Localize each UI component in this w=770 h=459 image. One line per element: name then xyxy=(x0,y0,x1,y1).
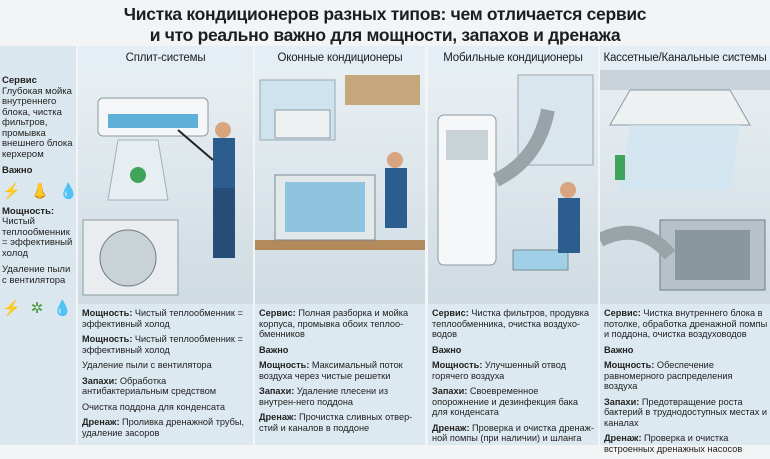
detail-text: Предотвращение роста бактерий в труднодо… xyxy=(604,396,767,428)
column-details: Сервис: Чистка внутреннего блока в потол… xyxy=(604,308,768,459)
column-mobile-ac: Мобильные кондиционеры Сервис: Чистка фи… xyxy=(428,46,598,445)
detail-text: Чистый теплообменник = эффективный холод xyxy=(82,334,243,355)
column-details: Сервис: Полная разборка и мойка корпуса,… xyxy=(259,308,423,438)
detail-label: Важно xyxy=(432,344,462,355)
detail-service: Сервис: Чистка внутреннего блока в потол… xyxy=(604,308,768,340)
detail-drainage: Дренаж: Прочистка сливных отвер-стий и к… xyxy=(259,412,423,433)
detail-text: Максимальный поток воздуха через чистые … xyxy=(259,360,403,381)
detail-power: Мощность: Улучшенный отвод горячего возд… xyxy=(432,360,596,381)
column-title: Кассетные/Канальные системы xyxy=(600,46,770,70)
legend-service-label: Сервис xyxy=(2,75,37,86)
detail-text: Проливка дренажной трубы, удаление засор… xyxy=(82,417,245,438)
detail-smells: Запахи: Предотвращение роста бактерий в … xyxy=(604,397,768,429)
legend-power-label: Мощность: xyxy=(2,205,55,217)
detail-label: Важно xyxy=(259,344,289,355)
detail-power: Мощность: Чистый теплообменник = эффекти… xyxy=(82,308,251,329)
column-title: Мобильные кондиционеры xyxy=(428,46,598,70)
detail-label: Мощность: xyxy=(82,308,133,318)
column-split-systems: Сплит-системы Мощность: Чистый теплообме… xyxy=(78,46,253,445)
column-details: Мощность: Чистый теплообменник = эффекти… xyxy=(82,308,251,443)
legend-service-text: Глубокая мойка внутреннего блока, чистка… xyxy=(2,85,73,160)
legend-service: Сервис Глубокая мойка внутреннего блока,… xyxy=(2,75,74,160)
detail-label: Дренаж: xyxy=(604,433,642,443)
detail-text: Обеспечение равномерного распределения в… xyxy=(604,360,733,391)
detail-label: Дренаж: xyxy=(82,417,120,427)
lightning-icon: ⚡ xyxy=(2,300,21,317)
legend-important-label: Важно xyxy=(2,165,74,177)
detail-label: Запахи: xyxy=(259,386,295,396)
mobile-ac-illustration xyxy=(428,70,598,304)
detail-text: Прочистка сливных отвер-стий и каналов в… xyxy=(259,412,413,433)
title-line-1: Чистка кондиционеров разных типов: чем о… xyxy=(123,4,647,24)
detail-text: Улучшенный отвод горячего воздуха xyxy=(432,360,566,381)
water-drop-icon: 💧 xyxy=(53,300,72,317)
detail-label: Мощность: xyxy=(432,360,483,370)
water-drop-icon: 💧 xyxy=(59,182,79,200)
legend-power-text: Чистый теплообменник = эффективный холод xyxy=(2,216,73,259)
important-label: Важно xyxy=(2,165,33,176)
detail-smells: Запахи: Обработка антибактериальным сред… xyxy=(82,376,251,397)
detail-smells: Запахи: Удаление плесени из внутрен-него… xyxy=(259,386,423,407)
split-system-illustration xyxy=(78,70,253,304)
detail-important: Важно xyxy=(604,345,768,356)
detail-label: Важно xyxy=(604,344,634,355)
column-title: Сплит-системы xyxy=(78,46,253,70)
column-title: Оконные кондиционеры xyxy=(255,46,425,70)
detail-power: Мощность: Обеспечение равномерного распр… xyxy=(604,360,768,392)
legend-icons-row-1: ⚡ 👃 💧 xyxy=(2,182,78,201)
page-title: Чистка кондиционеров разных типов: чем о… xyxy=(0,4,770,46)
germs-icon: ✲ xyxy=(30,300,44,317)
detail-drainage: Дренаж: Проливка дренажной трубы, удален… xyxy=(82,417,251,438)
detail-text: Проверка и очистка дренаж-ной помпы (при… xyxy=(432,422,594,444)
detail-text: Обработка антибактериальным средством xyxy=(82,375,217,397)
cassette-system-illustration xyxy=(600,70,770,304)
legend-icons-row-2: ⚡ ✲ 💧 xyxy=(2,300,74,318)
detail-drainage: Дренаж: Проверка и очистка встроенных др… xyxy=(604,433,768,454)
detail-power: Мощность: Чистый теплообменник = эффекти… xyxy=(82,334,251,355)
detail-text: Удаление пыли с вентилятора xyxy=(82,360,212,370)
window-ac-illustration xyxy=(255,70,425,304)
nose-icon: 👃 xyxy=(30,182,50,200)
legend-column: Сервис Глубокая мойка внутреннего блока,… xyxy=(0,46,78,445)
detail-important: Важно xyxy=(432,345,596,356)
detail-label: Запахи: xyxy=(82,375,118,386)
detail-dust: Удаление пыли с вентилятора xyxy=(82,360,251,371)
column-window-ac: Оконные кондиционеры Сервис: Полная разб… xyxy=(255,46,425,445)
lightning-icon: ⚡ xyxy=(2,182,21,200)
detail-service: Сервис: Чистка фильтров, продувка теплоо… xyxy=(432,308,596,340)
detail-smells: Запахи: Своевременное опорожнение и дези… xyxy=(432,386,596,418)
detail-text: Своевременное опорожнение и дезинфекция … xyxy=(432,386,578,417)
detail-service: Сервис: Полная разборка и мойка корпуса,… xyxy=(259,308,423,340)
detail-label: Сервис: xyxy=(259,308,296,318)
detail-drainage: Дренаж: Проверка и очистка дренаж-ной по… xyxy=(432,423,596,444)
detail-tray: Очистка поддона для конденсата xyxy=(82,402,251,413)
detail-text: Чистый теплообменник = эффективный холод xyxy=(82,308,243,329)
detail-text: Полная разборка и мойка корпуса, промывк… xyxy=(259,308,409,339)
detail-power: Мощность: Максимальный поток воздуха чер… xyxy=(259,360,423,381)
detail-label: Сервис: xyxy=(604,308,641,318)
detail-text: Удаление плесени из внутрен-него поддона xyxy=(259,386,389,407)
column-cassette-duct: Кассетные/Канальные системы Сервис: Чист… xyxy=(600,46,770,454)
detail-label: Дренаж: xyxy=(259,412,297,422)
detail-label: Запахи: xyxy=(432,386,468,396)
detail-text: Чистка внутреннего блока в потолке, обра… xyxy=(604,308,768,339)
detail-label: Мощность: xyxy=(604,360,655,370)
detail-label: Дренаж: xyxy=(432,422,470,433)
detail-label: Мощность: xyxy=(259,360,310,370)
legend-power: Мощность: Чистый теплообменник = эффекти… xyxy=(2,205,74,260)
detail-important: Важно xyxy=(259,345,423,356)
detail-text: Чистка фильтров, продувка теплообменника… xyxy=(432,308,590,339)
column-details: Сервис: Чистка фильтров, продувка теплоо… xyxy=(432,308,596,449)
detail-text: Очистка поддона для конденсата xyxy=(82,401,226,412)
detail-label: Сервис: xyxy=(432,308,469,318)
detail-label: Запахи: xyxy=(604,396,640,407)
title-line-2: и что реально важно для мощности, запахо… xyxy=(149,25,621,45)
legend-dust-text: Удаление пыли с вентилятора xyxy=(2,264,71,286)
detail-label: Мощность: xyxy=(82,334,133,344)
